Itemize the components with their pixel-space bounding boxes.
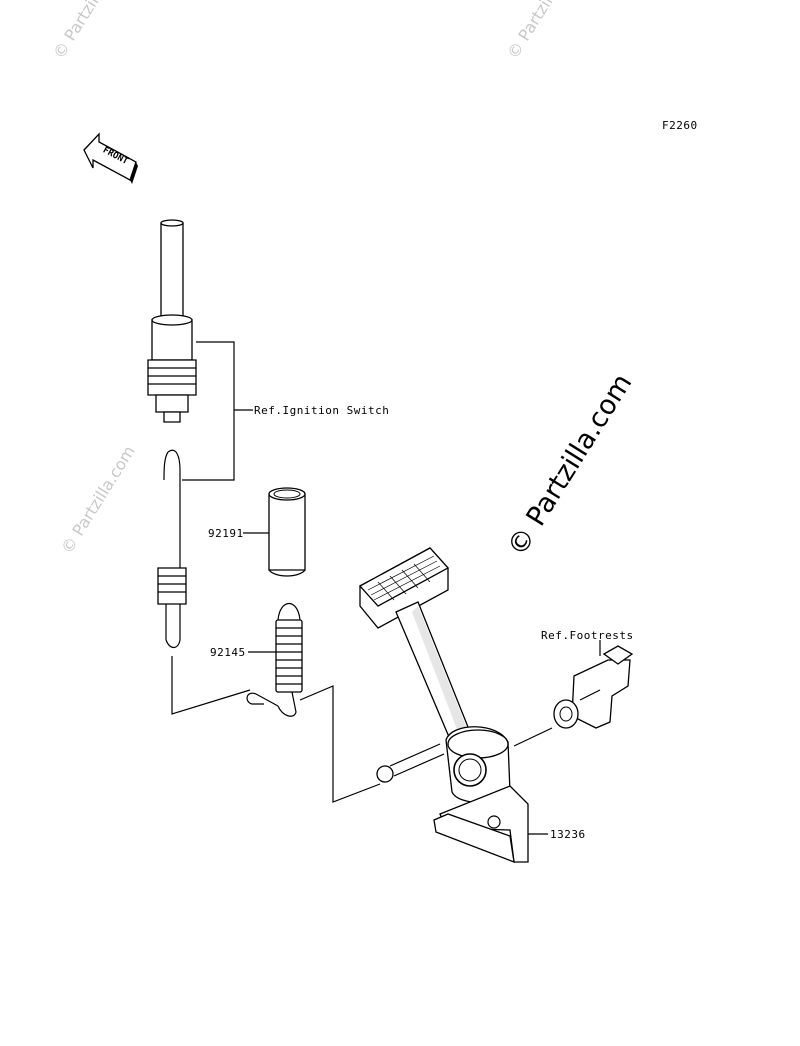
- diagram-code: F2260: [662, 119, 698, 132]
- callout-13236: 13236: [550, 828, 586, 841]
- brake-light-switch: [147, 219, 197, 423]
- switch-rod: [157, 449, 187, 649]
- watermark-top-right: © Partzilla.com: [503, 0, 585, 62]
- brake-pedal: [358, 547, 529, 864]
- front-arrow-icon: FRONT: [83, 132, 138, 184]
- part-92191-sleeve: [268, 487, 306, 577]
- watermark-top-left: © Partzilla.com: [49, 0, 131, 62]
- footrest-bracket: [553, 645, 634, 729]
- part-92145-spring: [246, 602, 303, 717]
- watermark-mid-left: © Partzilla.com: [57, 442, 139, 557]
- callout-92191: 92191: [208, 527, 244, 540]
- callout-ref-ignition-switch: Ref.Ignition Switch: [254, 404, 389, 417]
- watermark-main: © Partzilla.com: [502, 369, 639, 562]
- callout-92145: 92145: [210, 646, 246, 659]
- callout-ref-footrests: Ref.Footrests: [541, 629, 634, 642]
